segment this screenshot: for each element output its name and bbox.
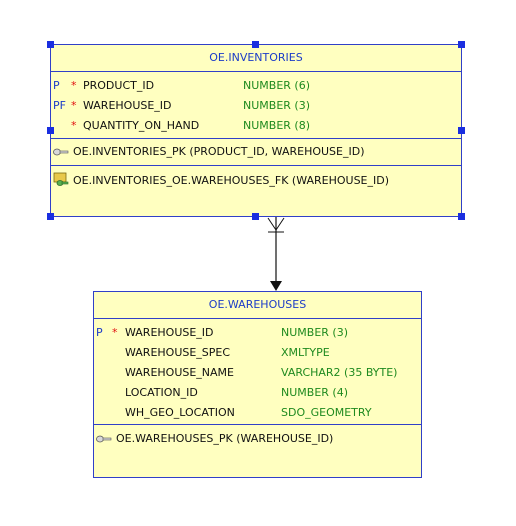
column-name: WH_GEO_LOCATION [125,406,235,419]
inventories-column-row[interactable]: P * PRODUCT_ID NUMBER (6) [51,76,461,96]
primary-key-label: OE.WAREHOUSES_PK (WAREHOUSE_ID) [116,432,334,445]
selection-handle[interactable] [458,41,465,48]
crows-foot-marker [267,217,285,233]
required-flag: * [112,326,118,339]
arrowhead-marker [270,281,282,291]
column-type: XMLTYPE [281,346,330,359]
primary-key-label: OE.INVENTORIES_PK (PRODUCT_ID, WAREHOUSE… [73,145,365,158]
column-name: WAREHOUSE_ID [83,99,172,112]
inventories-title: OE.INVENTORIES [51,45,461,72]
section-divider [94,424,421,425]
selection-handle[interactable] [458,127,465,134]
column-type: NUMBER (6) [243,79,310,92]
column-name: LOCATION_ID [125,386,198,399]
key-flag: PF [53,99,66,112]
inventories-column-row[interactable]: * QUANTITY_ON_HAND NUMBER (8) [51,116,461,136]
warehouses-column-row[interactable]: LOCATION_ID NUMBER (4) [94,383,421,403]
foreign-key-label: OE.INVENTORIES_OE.WAREHOUSES_FK (WAREHOU… [73,173,390,187]
column-type: SDO_GEOMETRY [281,406,372,419]
inventories-table[interactable]: OE.INVENTORIES P * PRODUCT_ID NUMBER (6)… [50,44,462,217]
selection-handle[interactable] [47,213,54,220]
selection-handle[interactable] [47,127,54,134]
selection-handle[interactable] [252,41,259,48]
column-type: VARCHAR2 (35 BYTE) [281,366,398,379]
required-flag: * [71,79,77,92]
column-name: QUANTITY_ON_HAND [83,119,200,132]
section-divider [51,138,461,139]
inventories-columns: P * PRODUCT_ID NUMBER (6) PF * WAREHOUSE… [51,72,461,136]
warehouses-title: OE.WAREHOUSES [94,292,421,319]
required-flag: * [71,119,77,132]
required-flag: * [71,99,77,112]
column-type: NUMBER (3) [281,326,348,339]
column-type: NUMBER (3) [243,99,310,112]
column-name: WAREHOUSE_SPEC [125,346,231,359]
section-divider [51,165,461,166]
column-type: NUMBER (8) [243,119,310,132]
column-name: PRODUCT_ID [83,79,155,92]
selection-handle[interactable] [47,41,54,48]
column-type: NUMBER (4) [281,386,348,399]
column-name: WAREHOUSE_NAME [125,366,235,379]
inventories-column-row[interactable]: PF * WAREHOUSE_ID NUMBER (3) [51,96,461,116]
column-name: WAREHOUSE_ID [125,326,214,339]
key-flag: P [96,326,103,339]
warehouses-column-row[interactable]: WH_GEO_LOCATION SDO_GEOMETRY [94,403,421,423]
warehouses-column-row[interactable]: WAREHOUSE_NAME VARCHAR2 (35 BYTE) [94,363,421,383]
inventories-foreign-key[interactable]: OE.INVENTORIES_OE.WAREHOUSES_FK (WAREHOU… [53,172,389,188]
selection-handle[interactable] [458,213,465,220]
key-icon [53,148,69,155]
key-icon [96,435,112,442]
foreign-key-icon [53,172,69,186]
warehouses-column-row[interactable]: P * WAREHOUSE_ID NUMBER (3) [94,323,421,343]
warehouses-columns: P * WAREHOUSE_ID NUMBER (3) WAREHOUSE_SP… [94,319,421,423]
key-flag: P [53,79,60,92]
selection-handle[interactable] [252,213,259,220]
warehouses-primary-key[interactable]: OE.WAREHOUSES_PK (WAREHOUSE_ID) [96,432,333,445]
warehouses-column-row[interactable]: WAREHOUSE_SPEC XMLTYPE [94,343,421,363]
inventories-primary-key[interactable]: OE.INVENTORIES_PK (PRODUCT_ID, WAREHOUSE… [53,145,365,158]
warehouses-table[interactable]: OE.WAREHOUSES P * WAREHOUSE_ID NUMBER (3… [93,291,422,478]
